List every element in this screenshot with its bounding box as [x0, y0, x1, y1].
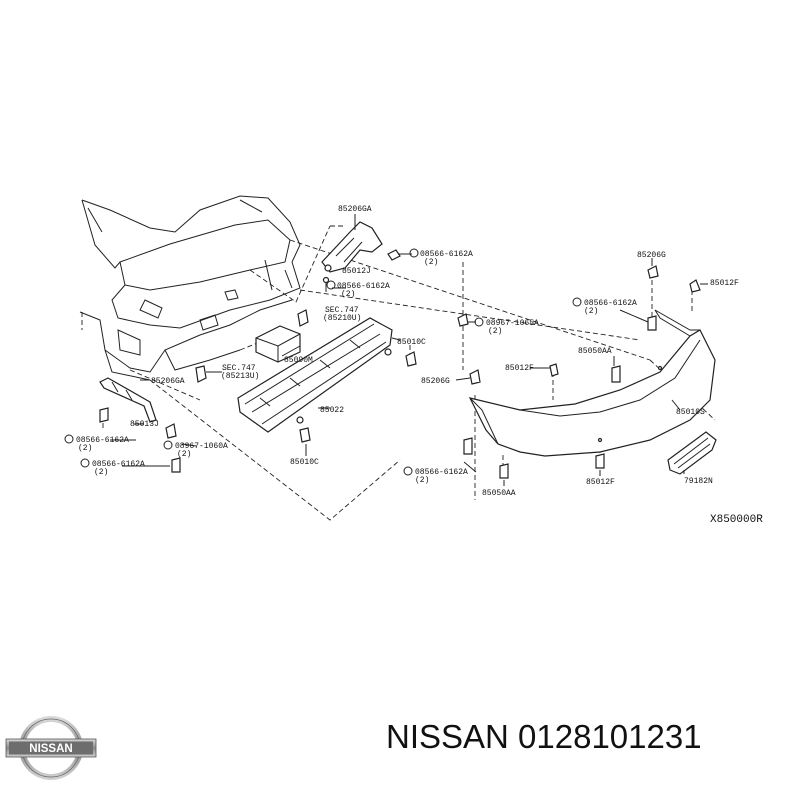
label-08566-2: 08566-6162A — [337, 282, 390, 291]
module-85090M — [255, 325, 301, 363]
label-79182N: 79182N — [684, 477, 713, 486]
label-08967b: 08967-1060A — [175, 442, 228, 451]
label-qty-6: (2) — [177, 450, 191, 459]
label-85022: 85022 — [320, 406, 344, 415]
bolt-symbols — [64, 248, 582, 476]
label-qty-7: (2) — [94, 468, 108, 477]
label-08566-1: 08566-6162A — [420, 250, 473, 259]
fasteners — [99, 249, 701, 479]
label-85012J-top: 85012J — [342, 267, 371, 276]
label-85013J: 85013J — [130, 420, 159, 429]
label-08566-4: 08566-6162A — [76, 436, 129, 445]
label-85090M: 85090M — [284, 356, 313, 365]
label-85206G-c: 85206G — [421, 377, 450, 386]
label-qty-3: (2) — [488, 327, 502, 336]
label-85206G: 85206G — [637, 251, 666, 260]
label-85010S: 85010S — [676, 408, 705, 417]
reinforcement-beam-85022 — [237, 317, 393, 433]
label-85206GA-l: 85206GA — [151, 377, 185, 386]
label-08967: 08967-1065A — [486, 319, 539, 328]
drawing-code: X850000R — [710, 514, 763, 526]
label-85050AA-b: 85050AA — [482, 489, 516, 498]
label-08566-3: 08566-6162A — [584, 299, 637, 308]
label-85010C-b: 85010C — [290, 458, 319, 467]
upper-bracket-85206GA — [321, 221, 383, 292]
label-qty-8: (2) — [415, 476, 429, 485]
label-08566-6: 08566-6162A — [415, 468, 468, 477]
leader-lines — [110, 214, 708, 486]
trunk-body-outline — [79, 195, 301, 381]
part-number-caption: NISSAN 0128101231 — [386, 718, 702, 755]
bumper-fascia-85010S — [468, 309, 716, 457]
logo-wordmark: NISSAN — [29, 743, 72, 755]
label-qty-2: (2) — [341, 290, 355, 299]
label-85206GA: 85206GA — [338, 205, 372, 214]
label-sec747-b-ref: (85213U) — [221, 372, 259, 381]
label-08566-5: 08566-6162A — [92, 460, 145, 469]
part-labels: 85206GA 08566-6162A (2) 85012J 08566-616… — [76, 205, 763, 526]
label-qty-5: (2) — [78, 444, 92, 453]
label-85012F-b: 85012F — [586, 478, 615, 487]
label-qty-4: (2) — [584, 307, 598, 316]
label-qty-1: (2) — [424, 258, 438, 267]
label-85012F-c: 85012F — [505, 364, 534, 373]
label-sec747-a-ref: (85210U) — [323, 314, 361, 323]
reflector-79182N — [667, 431, 717, 475]
label-85012F-r: 85012F — [710, 279, 739, 288]
label-85010C-top: 85010C — [397, 338, 426, 347]
side-bracket-85013J — [99, 309, 309, 423]
nissan-logo: NISSAN — [5, 716, 97, 780]
label-sec747-a: SEC.747 — [325, 306, 359, 315]
label-85050AA-r: 85050AA — [578, 347, 612, 356]
label-sec747-b: SEC.747 — [222, 364, 256, 373]
